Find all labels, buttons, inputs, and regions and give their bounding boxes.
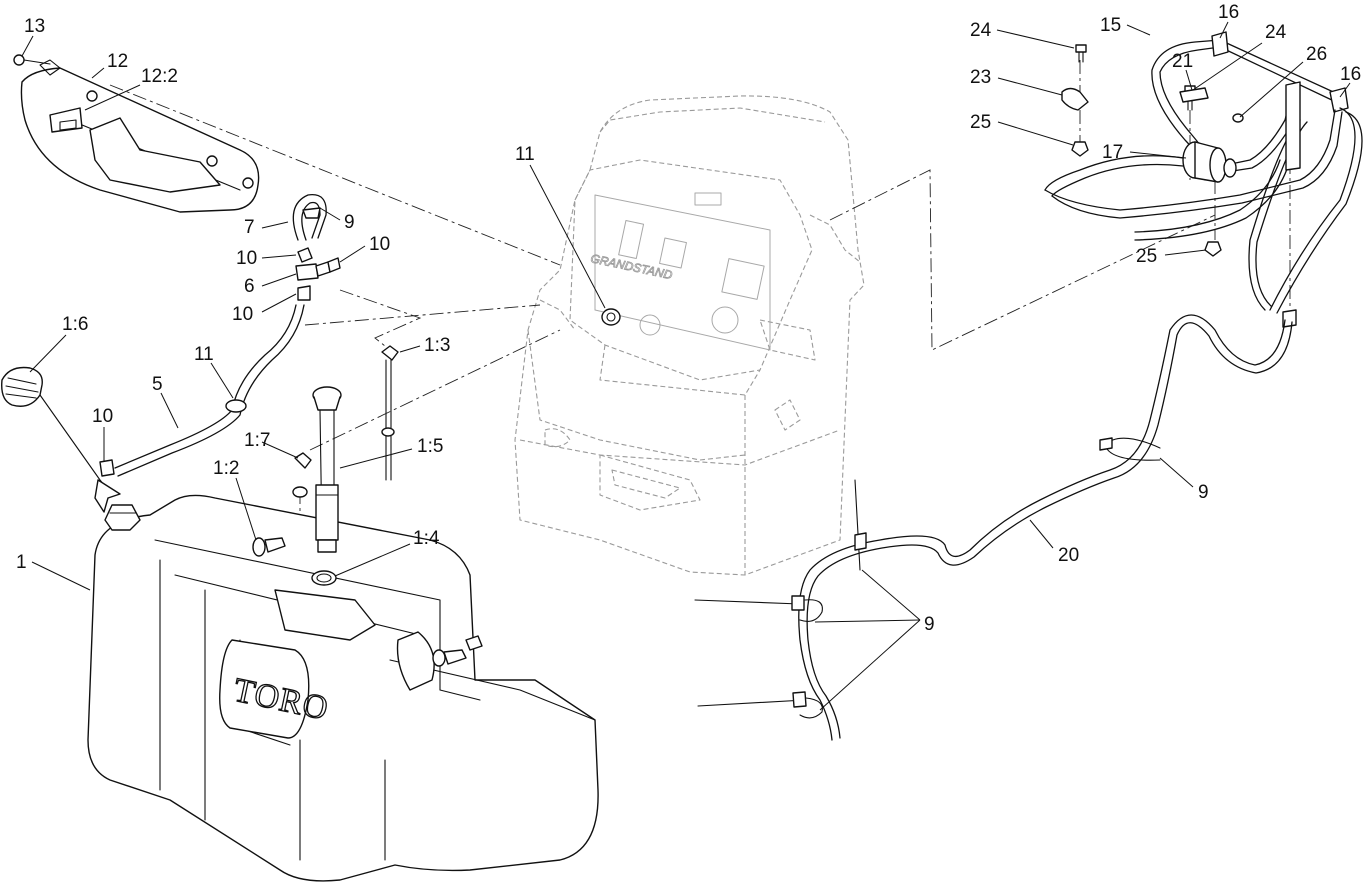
callout-24-a: 24	[970, 20, 992, 41]
callout-9-bottom: 9	[924, 614, 935, 635]
hose-clamp-23	[1061, 87, 1089, 111]
fuel-hose-5	[99, 304, 305, 477]
callout-1: 1	[16, 552, 27, 573]
callout-9-right: 9	[1198, 482, 1209, 503]
callout-17: 17	[1102, 142, 1123, 163]
callout-1-4: 1:4	[413, 528, 440, 549]
callout-26: 26	[1306, 44, 1327, 65]
callout-10-a: 10	[236, 248, 257, 269]
fuel-line-20	[798, 314, 1293, 741]
callout-1-2: 1:2	[213, 458, 239, 479]
callout-11-left: 11	[194, 344, 214, 365]
cable-ties-9	[694, 437, 1161, 719]
vent-loop-hose	[292, 194, 327, 241]
callout-7: 7	[244, 217, 255, 238]
bolt-13	[13, 54, 51, 66]
callout-10-d: 10	[92, 406, 113, 427]
callout-23: 23	[970, 67, 991, 88]
tank-fitting-right	[432, 635, 483, 667]
callout-13: 13	[24, 16, 45, 37]
callout-16-b: 16	[1340, 64, 1361, 85]
callout-10-c: 10	[232, 304, 253, 325]
hose-15	[1151, 31, 1349, 181]
fuel-cap	[1, 366, 121, 513]
callout-1-3: 1:3	[424, 335, 450, 356]
callout-11-center: 11	[515, 144, 535, 165]
callout-12: 12	[107, 51, 128, 72]
callout-6: 6	[244, 276, 255, 297]
sender-unit	[312, 386, 342, 553]
nut-25	[1071, 141, 1222, 257]
fuel-line-connector	[1285, 81, 1301, 171]
callout-10-b: 10	[369, 234, 390, 255]
logo-plate	[219, 639, 310, 739]
callout-1-6: 1:6	[62, 314, 88, 335]
callout-25-a: 25	[970, 112, 991, 133]
tee-fittings	[295, 247, 341, 301]
leader-lines	[21, 21, 1351, 711]
callout-1-5: 1:5	[417, 436, 443, 457]
mounting-bracket	[20, 59, 260, 213]
callout-12-2: 12:2	[141, 66, 178, 87]
sender-gasket	[311, 570, 337, 586]
callout-20: 20	[1058, 545, 1079, 566]
callout-16-a: 16	[1218, 2, 1239, 23]
vent-tube	[381, 345, 399, 481]
callout-24-b: 24	[1265, 22, 1287, 43]
chassis-frame	[514, 95, 865, 576]
decal-21	[1179, 87, 1209, 103]
callout-25-b: 25	[1136, 246, 1157, 267]
callout-21: 21	[1172, 51, 1193, 72]
console-panel: GRANDSTAND	[589, 192, 771, 351]
callout-5: 5	[152, 374, 163, 395]
return-hoses	[1044, 107, 1363, 328]
callout-15: 15	[1100, 15, 1121, 36]
callout-1-7: 1:7	[244, 430, 270, 451]
vent-elbow	[292, 452, 312, 498]
tank-fitting	[252, 537, 286, 557]
callout-labels: 13 12 12:2 7 9 10 10 6 10 1:6 11 5 10 1:…	[16, 2, 1361, 635]
fuel-tank: TORO	[87, 494, 599, 882]
callout-9-top: 9	[344, 212, 355, 233]
grommet-11-center	[601, 308, 621, 326]
